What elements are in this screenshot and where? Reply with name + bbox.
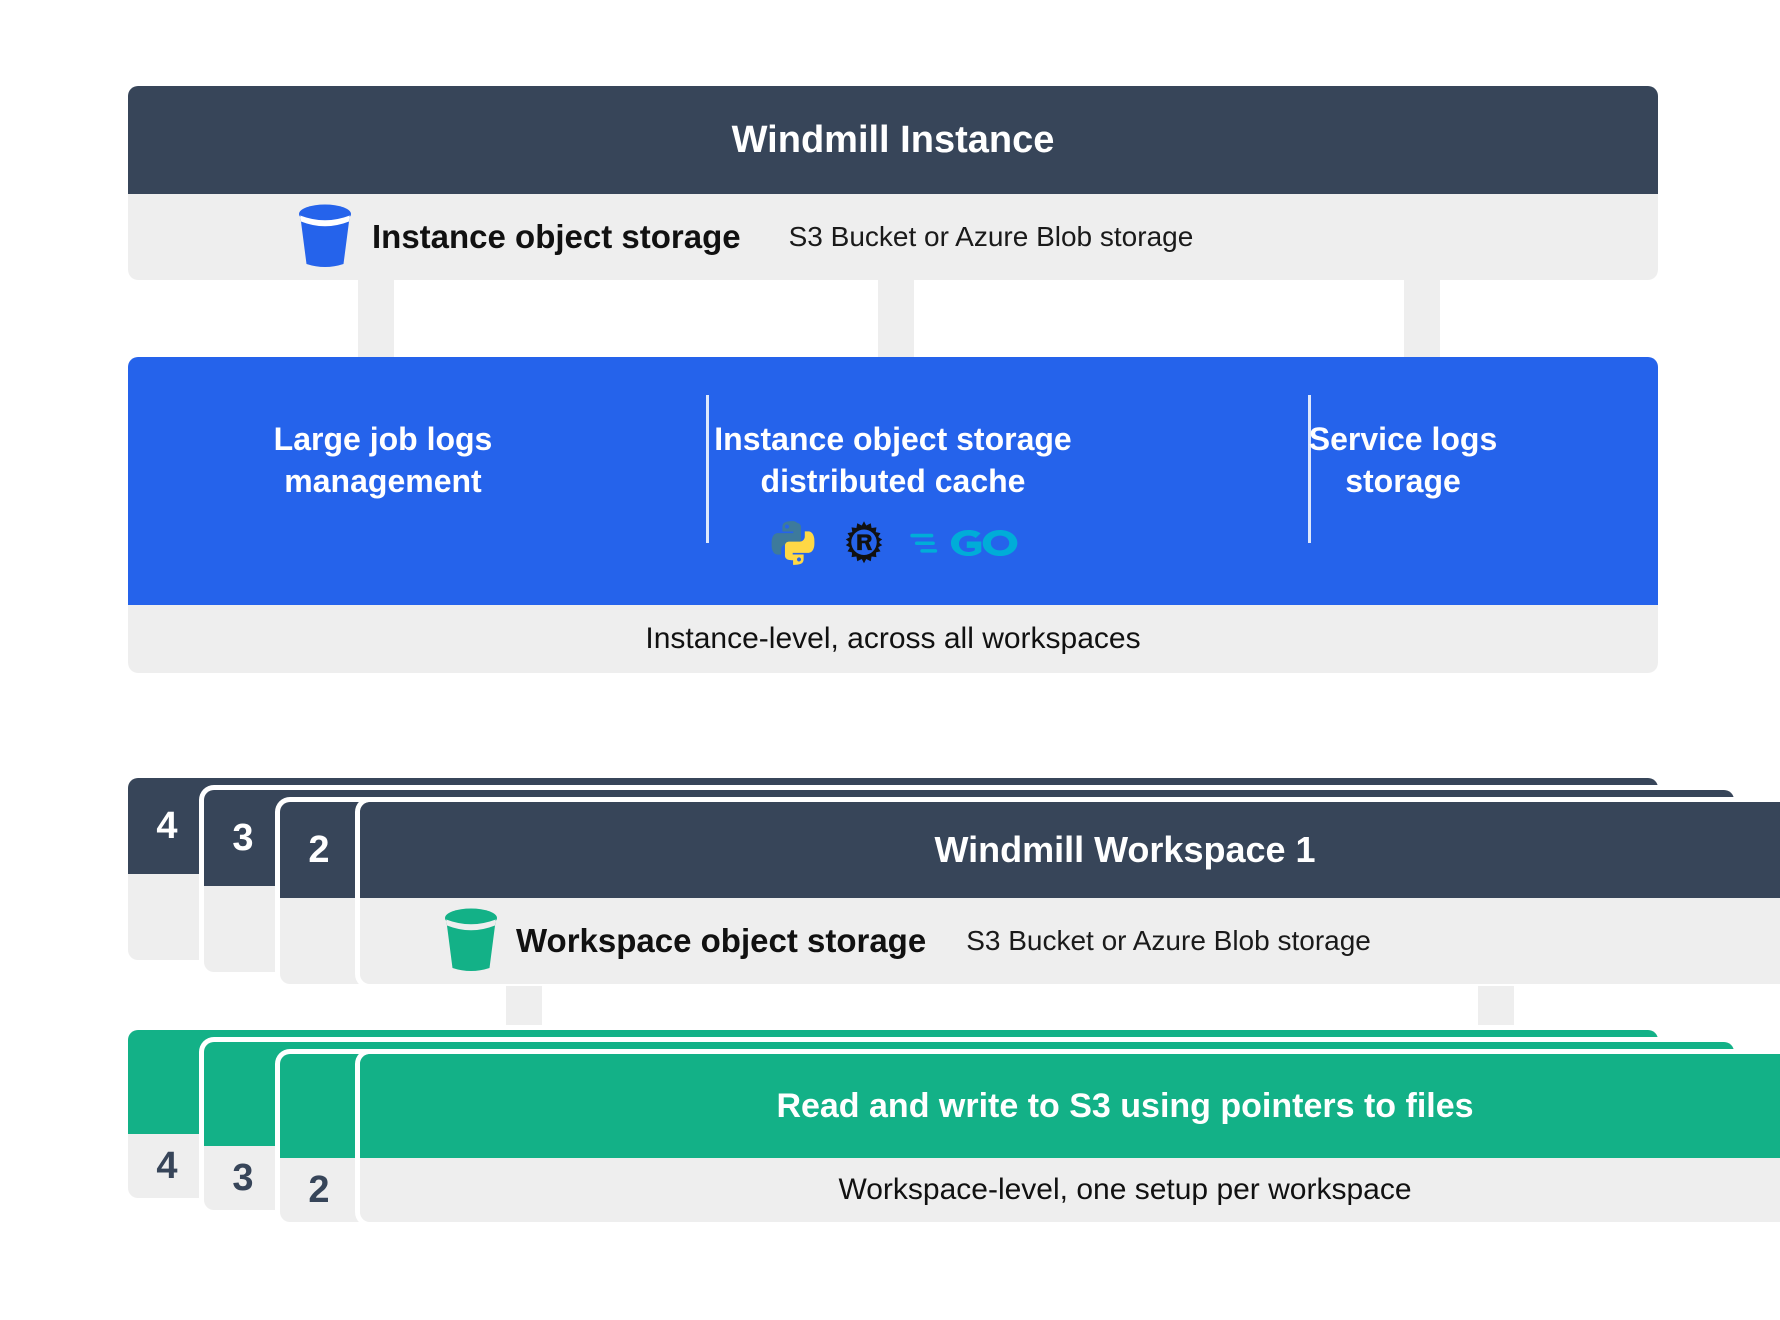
workspace-title: Windmill Workspace 1 — [360, 802, 1780, 898]
python-icon — [768, 518, 818, 573]
workspace-stack-number: 4 — [156, 804, 178, 847]
usage-footer-caption: Workspace-level, one setup per workspace — [360, 1158, 1780, 1222]
feature-service-logs: Service logs storage — [1148, 419, 1658, 502]
instance-title: Windmill Instance — [128, 86, 1658, 194]
usage-band: Read and write to S3 using pointers to f… — [360, 1054, 1780, 1158]
features-footer-caption: Instance-level, across all workspaces — [128, 605, 1658, 673]
windmill-instance-card: Windmill Instance Instance object storag… — [128, 86, 1658, 280]
bucket-icon — [442, 906, 500, 977]
feature-title: Instance object storage distributed cach… — [714, 421, 1072, 499]
workspace-storage-sublabel: S3 Bucket or Azure Blob storage — [966, 925, 1371, 956]
rust-icon — [840, 519, 888, 572]
workspace-object-storage-row: Workspace object storage S3 Bucket or Az… — [360, 898, 1780, 984]
workspace-stack-number: 2 — [308, 828, 330, 871]
feature-distributed-cache: Instance object storage distributed cach… — [638, 419, 1148, 573]
go-icon — [910, 520, 1018, 571]
instance-features-card: Large job logs management Instance objec… — [128, 357, 1658, 673]
usage-stack-number: 4 — [156, 1144, 178, 1187]
language-icons-row — [768, 518, 1018, 573]
workspace-storage-label: Workspace object storage — [516, 922, 927, 959]
feature-divider-2 — [1308, 395, 1311, 543]
feature-divider-1 — [706, 395, 709, 543]
feature-title: Service logs storage — [1308, 421, 1498, 499]
windmill-workspace-card: Windmill Workspace 1 Workspace object st… — [360, 802, 1780, 984]
instance-storage-label: Instance object storage — [372, 218, 741, 255]
feature-large-job-logs: Large job logs management — [128, 419, 638, 502]
usage-stack-number: 2 — [308, 1168, 330, 1211]
features-blue-panel: Large job logs management Instance objec… — [128, 357, 1658, 605]
usage-stack-number: 3 — [232, 1156, 254, 1199]
instance-object-storage-row: Instance object storage S3 Bucket or Azu… — [128, 194, 1658, 280]
bucket-icon — [296, 202, 354, 273]
workspace-usage-card: Read and write to S3 using pointers to f… — [360, 1054, 1780, 1222]
instance-storage-sublabel: S3 Bucket or Azure Blob storage — [788, 221, 1194, 252]
feature-title: Large job logs management — [273, 421, 493, 499]
workspace-stack-number: 3 — [232, 816, 254, 859]
